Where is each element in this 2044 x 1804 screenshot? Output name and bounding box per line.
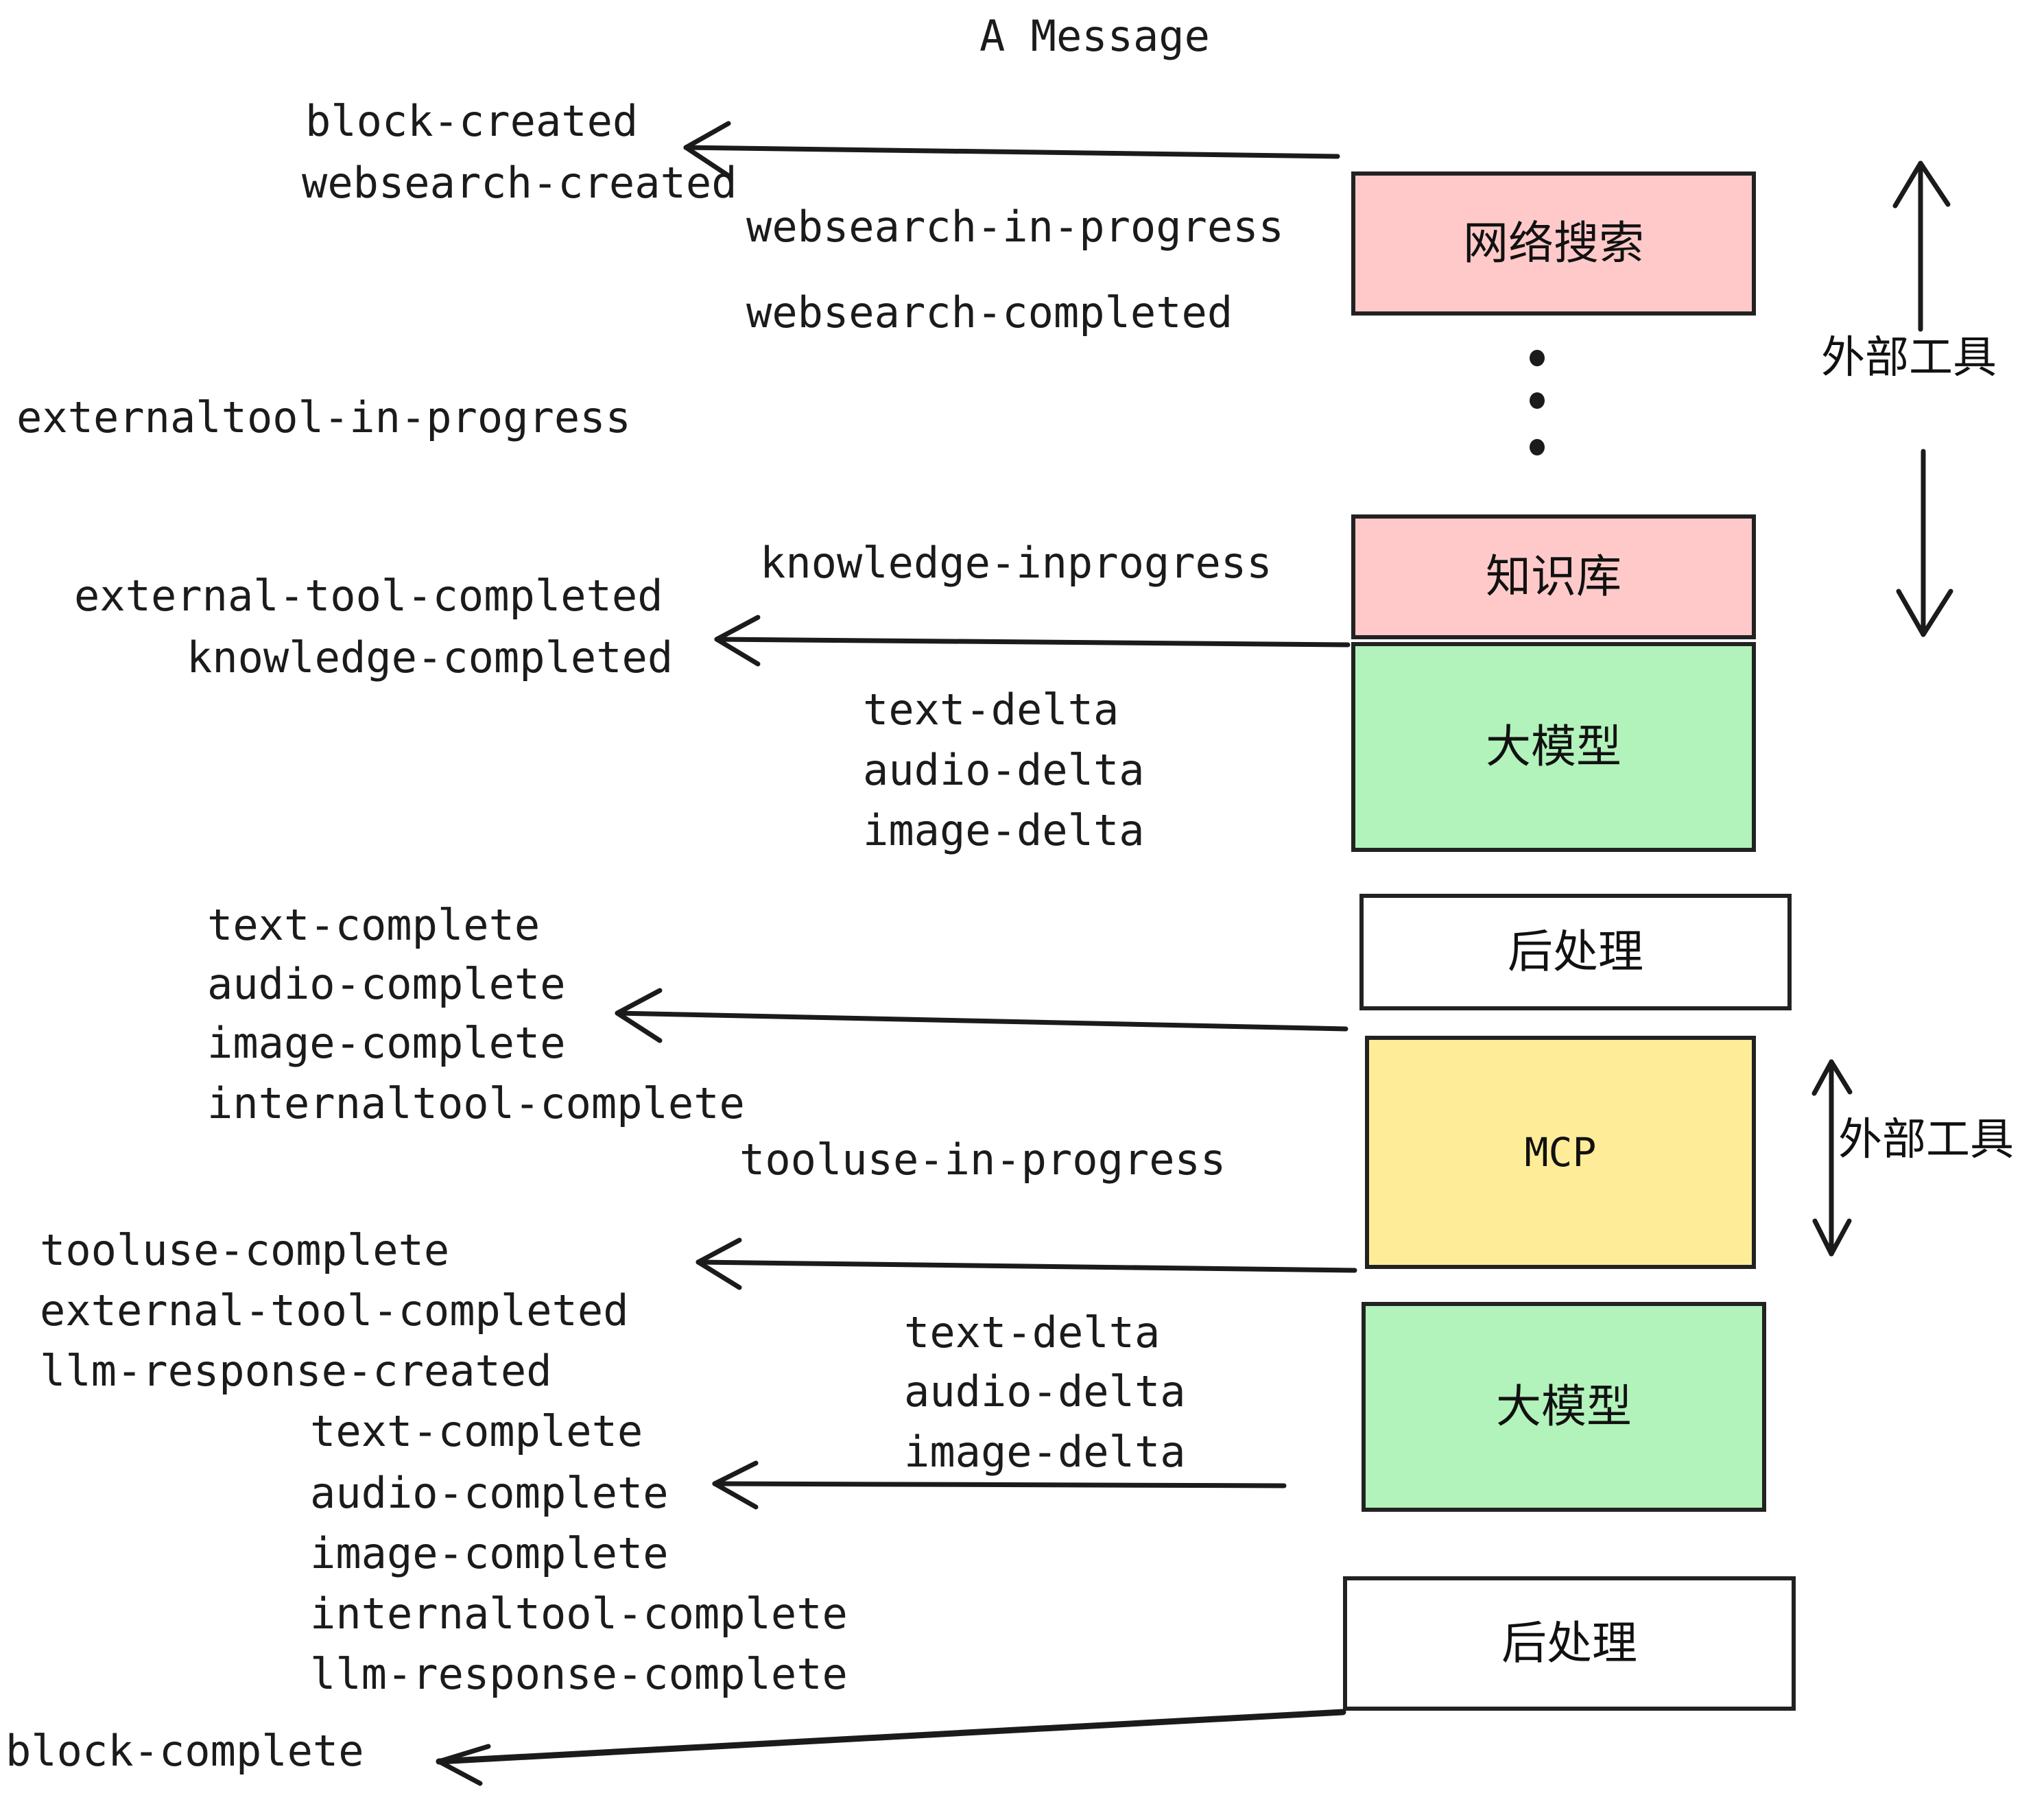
node-label-llm-1: 大模型 (1486, 720, 1621, 773)
external-tools-top-down-arrow (1896, 449, 1953, 637)
node-label-llm-2: 大模型 (1496, 1380, 1632, 1433)
node-mcp[interactable]: MCP (1365, 1036, 1756, 1269)
event-label-text-delta-2: text-delta (904, 1307, 1161, 1357)
arrow-postprocess2-to-blockcomplete (436, 1709, 1346, 1786)
event-label-external-tool-completed-2: external-tool-completed (40, 1285, 629, 1336)
ellipsis-dot-1 (1530, 350, 1545, 366)
node-label-mcp: MCP (1524, 1129, 1597, 1176)
diagram-title: A Message (979, 11, 1210, 61)
event-label-audio-delta-1: audio-delta (863, 745, 1145, 795)
arrow-knowledge-to-completed (714, 615, 1351, 667)
event-label-websearch-completed: websearch-completed (746, 287, 1233, 337)
group-label-external-tools-top: 外部工具 (1821, 333, 1997, 383)
event-label-externaltool-in-progress: externaltool-in-progress (16, 392, 631, 442)
node-llm-1[interactable]: 大模型 (1351, 642, 1756, 852)
event-label-audio-delta-2: audio-delta (904, 1366, 1186, 1416)
node-postprocess-2[interactable]: 后处理 (1343, 1576, 1796, 1711)
event-label-websearch-created: websearch-created (302, 158, 737, 208)
event-label-image-delta-2: image-delta (904, 1427, 1186, 1477)
event-label-image-complete-2: image-complete (310, 1528, 669, 1578)
event-label-tooluse-in-progress: tooluse-in-progress (739, 1135, 1226, 1185)
node-label-websearch: 网络搜索 (1463, 217, 1644, 270)
event-label-llm-response-created: llm-response-created (40, 1346, 552, 1396)
event-label-audio-complete-1: audio-complete (207, 959, 566, 1009)
event-label-audio-complete-2: audio-complete (310, 1468, 669, 1518)
node-label-postprocess-2: 后处理 (1501, 1617, 1637, 1670)
node-postprocess-1[interactable]: 后处理 (1359, 894, 1792, 1010)
event-label-internaltool-complete-1: internaltool-complete (207, 1078, 745, 1128)
event-label-knowledge-completed: knowledge-completed (187, 632, 674, 683)
ellipsis-dot-2 (1530, 392, 1545, 409)
event-label-block-complete: block-complete (5, 1726, 364, 1776)
node-label-knowledge: 知识库 (1486, 550, 1621, 603)
node-knowledge[interactable]: 知识库 (1351, 514, 1756, 639)
event-label-external-tool-completed-1: external-tool-completed (74, 571, 663, 621)
node-llm-2[interactable]: 大模型 (1362, 1302, 1766, 1512)
external-tools-bottom-down-arrow (1812, 1158, 1852, 1257)
event-label-image-delta-1: image-delta (863, 805, 1145, 855)
event-label-llm-response-complete: llm-response-complete (310, 1649, 848, 1699)
event-label-image-complete-1: image-complete (207, 1018, 566, 1068)
event-label-websearch-in-progress: websearch-in-progress (746, 202, 1284, 252)
ellipsis-dot-3 (1530, 439, 1545, 455)
node-websearch[interactable]: 网络搜索 (1351, 171, 1756, 316)
event-label-tooluse-complete: tooluse-complete (40, 1225, 450, 1275)
arrow-mcp-to-tooluse-complete (696, 1237, 1357, 1290)
external-tools-top-up-arrow (1892, 161, 1951, 332)
event-label-block-created: block-created (305, 96, 639, 146)
arrow-websearch-to-blockcreated (683, 121, 1340, 178)
event-label-internaltool-complete-2: internaltool-complete (310, 1589, 848, 1639)
node-label-postprocess-1: 后处理 (1508, 925, 1643, 978)
group-label-external-tools-bottom: 外部工具 (1838, 1115, 2014, 1165)
event-label-text-delta-1: text-delta (863, 685, 1119, 735)
event-label-knowledge-inprogress: knowledge-inprogress (760, 538, 1272, 588)
arrow-postprocess1-to-imagecomplete (615, 988, 1348, 1043)
event-label-text-complete-1: text-complete (207, 900, 540, 950)
event-label-text-complete-2: text-complete (310, 1406, 643, 1456)
